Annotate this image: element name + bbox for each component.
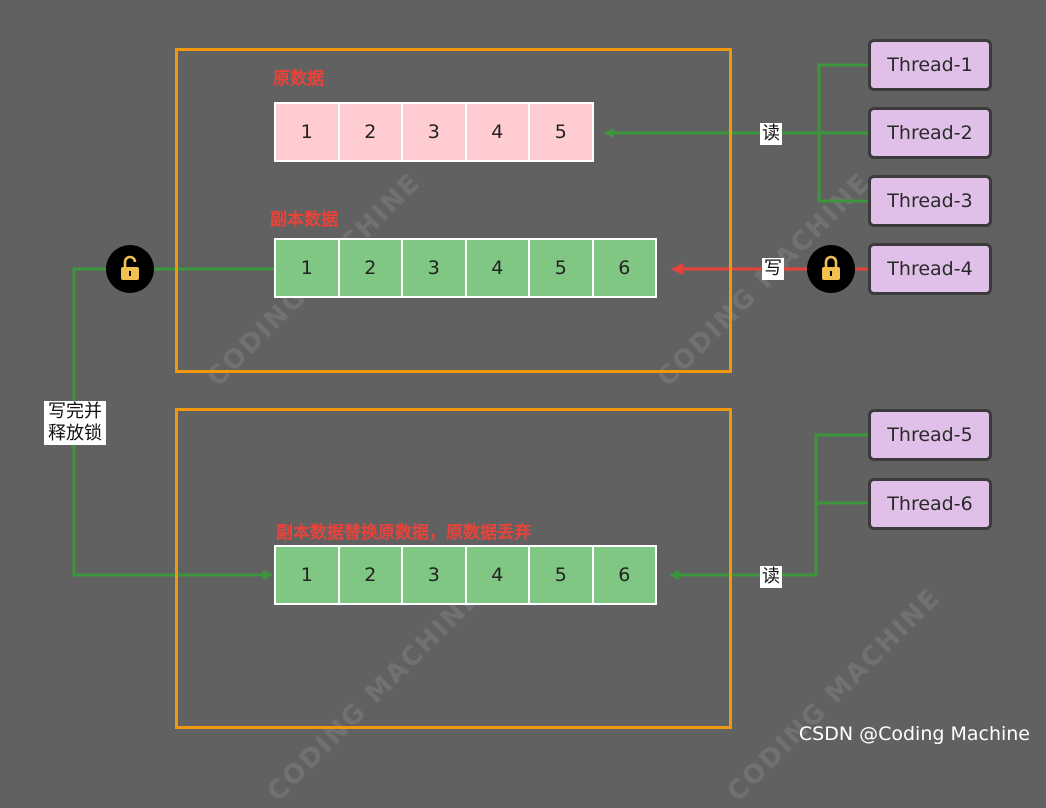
read-label-top: 读 xyxy=(760,123,782,145)
original-data-row: 1 2 3 4 5 xyxy=(274,102,594,162)
data-cell: 4 xyxy=(464,545,530,605)
thread-box-4: Thread-4 xyxy=(868,243,992,295)
data-cell: 1 xyxy=(274,545,340,605)
data-cell: 2 xyxy=(337,545,403,605)
data-cell: 5 xyxy=(528,238,594,298)
replaced-data-row: 1 2 3 4 5 6 xyxy=(274,545,657,605)
data-cell: 4 xyxy=(464,238,530,298)
thread-box-1: Thread-1 xyxy=(868,39,992,91)
release-lock-label: 写完并释放锁 xyxy=(44,401,106,445)
data-cell: 6 xyxy=(591,238,657,298)
data-cell: 2 xyxy=(337,102,403,162)
data-cell: 3 xyxy=(401,102,467,162)
thread-box-2: Thread-2 xyxy=(868,107,992,159)
unlock-icon xyxy=(106,245,154,293)
read-connector-bottom xyxy=(669,433,868,580)
read-label-bottom: 读 xyxy=(760,566,782,588)
data-cell: 6 xyxy=(591,545,657,605)
credit-text: CSDN @Coding Machine xyxy=(798,723,1030,745)
thread-box-3: Thread-3 xyxy=(868,175,992,227)
write-label: 写 xyxy=(762,258,784,280)
data-cell: 1 xyxy=(274,238,340,298)
lock-icon xyxy=(807,245,855,293)
data-cell: 4 xyxy=(464,102,530,162)
data-cell: 5 xyxy=(528,545,594,605)
copy-data-label: 副本数据 xyxy=(270,210,338,230)
data-cell: 5 xyxy=(528,102,594,162)
original-data-label: 原数据 xyxy=(273,69,324,89)
copy-data-row: 1 2 3 4 5 6 xyxy=(274,238,657,298)
bottom-frame xyxy=(175,408,732,729)
data-cell: 2 xyxy=(337,238,403,298)
thread-box-6: Thread-6 xyxy=(868,478,992,530)
data-cell: 3 xyxy=(401,545,467,605)
replace-label: 副本数据替换原数据，原数据丢弃 xyxy=(276,523,531,543)
data-cell: 1 xyxy=(274,102,340,162)
top-frame xyxy=(175,48,732,373)
data-cell: 3 xyxy=(401,238,467,298)
read-connector-top xyxy=(604,63,868,203)
thread-box-5: Thread-5 xyxy=(868,409,992,461)
